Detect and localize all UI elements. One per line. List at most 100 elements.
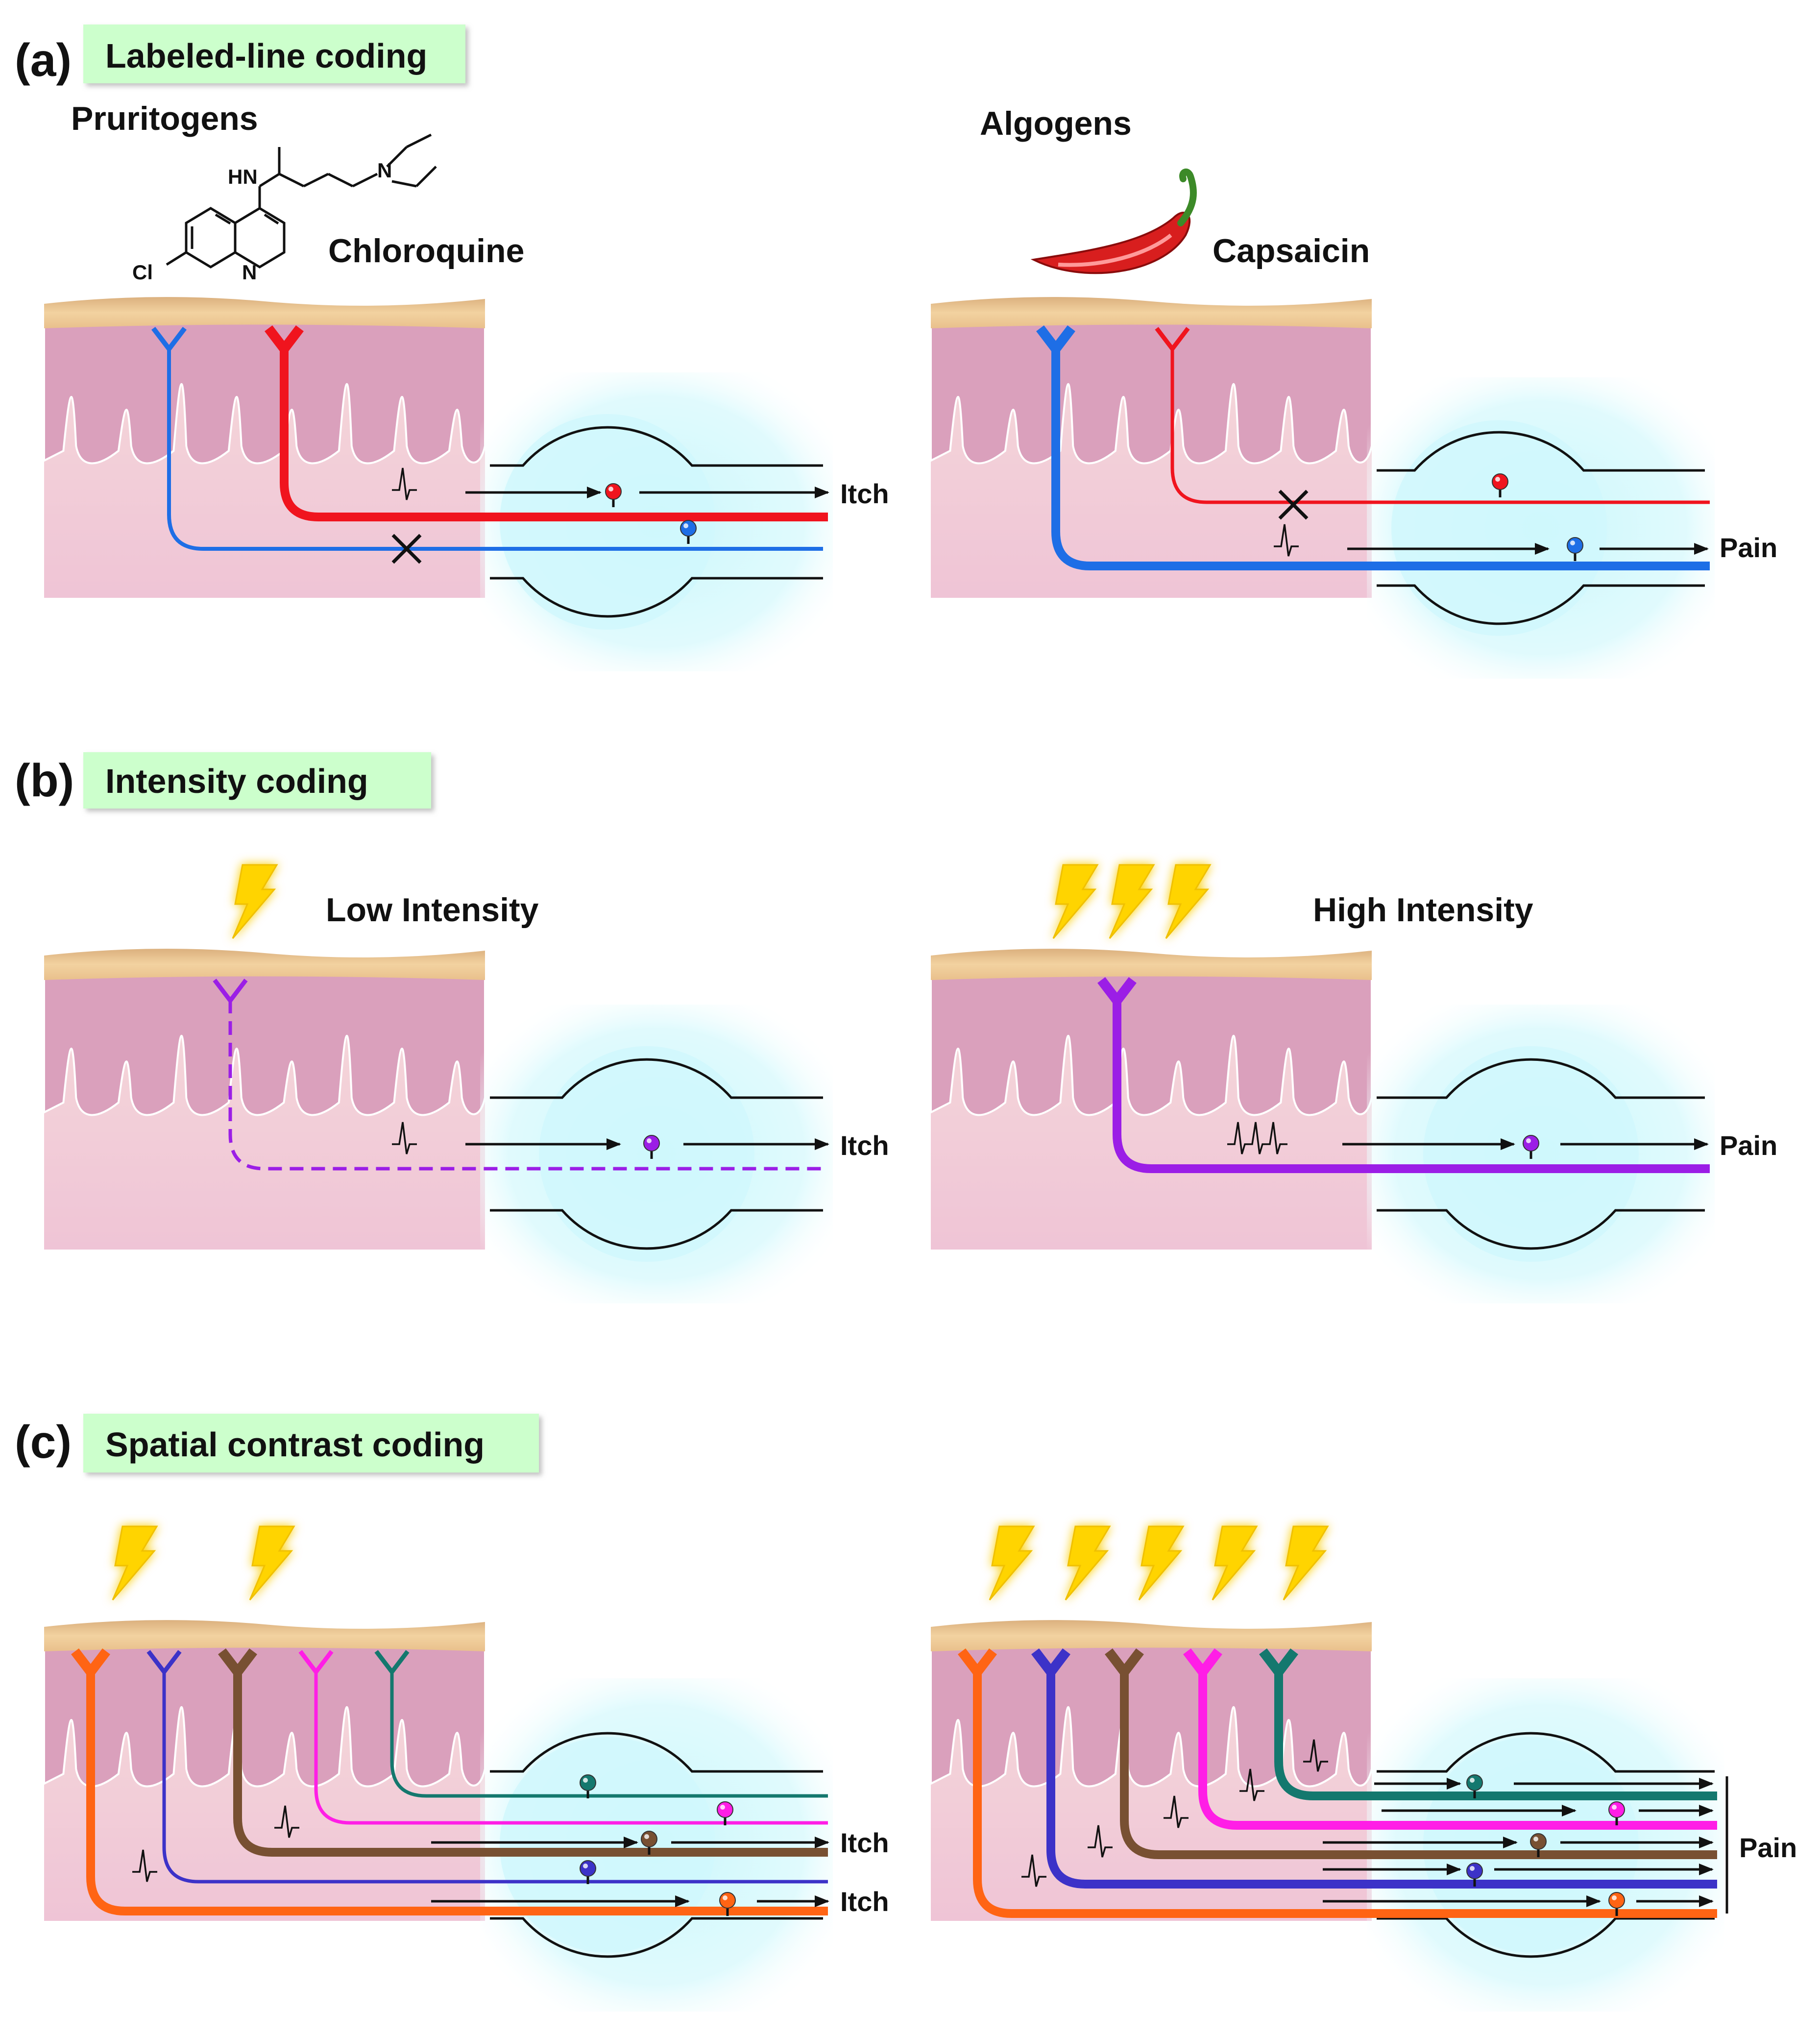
- skin-a-right: [930, 297, 1373, 598]
- fiber-ending-a-left-red: [265, 325, 304, 357]
- neuron-soma-c-right-3: [1608, 1801, 1625, 1825]
- soma-cell-a-right-red: [1492, 473, 1508, 490]
- fiber-path-c-left-3: [314, 1671, 828, 1825]
- soma-highlight-c-left-1: [583, 1864, 588, 1868]
- fiber-ending-c-right-0: [958, 1648, 997, 1680]
- nerve-fiber-a-right-blue: [1036, 325, 1710, 570]
- action-potential-b-left: [392, 1122, 417, 1154]
- soma-highlight-a-right-blue: [1570, 540, 1575, 545]
- panel-a-header: (a) Labeled-line coding: [15, 25, 465, 86]
- lightning-icon-c-r2: [1138, 1525, 1185, 1600]
- c-right-output-label: Pain: [1739, 1832, 1797, 1863]
- lightning-icon-b-4: [1165, 864, 1212, 939]
- action-potential-c-right-1: [1088, 1825, 1113, 1858]
- fiber-ending-c-right-2: [1105, 1648, 1144, 1680]
- neuron-soma-a-left-red: [605, 483, 622, 507]
- action-potential-c-right-2: [1164, 1795, 1189, 1828]
- ganglion-a-left: [480, 372, 833, 671]
- papillae-c-left: [43, 1643, 486, 1788]
- soma-cell-a-left-red: [605, 483, 622, 500]
- epidermis-c-left: [44, 1620, 485, 1651]
- chili-pepper-icon: [1030, 169, 1197, 274]
- fiber-path-c-right-1: [1046, 1671, 1717, 1889]
- soma-cell-c-left-3: [717, 1801, 733, 1818]
- block-x-stroke-b-a-right: [1278, 490, 1309, 520]
- neuron-soma-c-left-4: [580, 1774, 596, 1798]
- soma-cell-c-left-0: [719, 1892, 736, 1909]
- neuron-soma-a-left-blue: [680, 520, 697, 544]
- fiber-ending-c-left-0: [71, 1648, 110, 1680]
- nerve-fiber-c-left-2: [218, 1648, 828, 1857]
- nerve-fiber-b-right: [1097, 977, 1710, 1173]
- lightning-icon-c-r1: [1065, 1525, 1111, 1600]
- fiber-path-c-right-3: [1198, 1671, 1717, 1830]
- fiber-ending-a-left-blue: [151, 326, 187, 353]
- fiber-path-a-left-red: [280, 348, 828, 521]
- lightning-icon-c-1: [112, 1525, 158, 1600]
- panel-c-title: Spatial contrast coding: [105, 1425, 485, 1464]
- soma-cell-c-right-3: [1608, 1801, 1625, 1818]
- a-left-output-label: Itch: [840, 478, 889, 509]
- lightning-icon-b-3: [1109, 864, 1155, 939]
- panel-c-letter: (c): [15, 1416, 72, 1468]
- soma-cell-c-right-4: [1466, 1774, 1483, 1791]
- block-x-a-left: [391, 534, 422, 564]
- chem-atom-n-amine: N: [377, 159, 392, 182]
- panel-b-letter: (b): [15, 755, 74, 807]
- ganglion-body-a-right: [1391, 420, 1607, 636]
- soma-highlight-c-right-1: [1470, 1866, 1475, 1871]
- ganglion-body-a-left: [500, 414, 715, 630]
- ganglion-top-outline-c-left: [490, 1732, 823, 1773]
- nerve-fiber-c-left-4: [374, 1650, 828, 1798]
- ganglion-top-outline-c-right: [1377, 1732, 1715, 1773]
- neuron-soma-c-right-2: [1530, 1833, 1547, 1857]
- capsaicin-label: Capsaicin: [1213, 232, 1370, 270]
- lightning-icon-c-2: [249, 1525, 295, 1600]
- fiber-path-c-right-2: [1120, 1671, 1717, 1859]
- fiber-ending-c-left-2: [218, 1648, 257, 1680]
- fiber-ending-c-left-4: [374, 1650, 410, 1676]
- soma-highlight-c-right-0: [1612, 1895, 1617, 1900]
- ganglion-bottom-outline-c-right: [1377, 1917, 1715, 1958]
- soma-cell-b-left: [643, 1135, 660, 1152]
- ganglion-b-left: [480, 1005, 833, 1303]
- neuron-soma-c-right-0: [1608, 1892, 1625, 1916]
- soma-cell-c-left-4: [580, 1774, 596, 1791]
- b-left-output-label: Itch: [840, 1130, 889, 1161]
- panel-a-title: Labeled-line coding: [105, 37, 427, 75]
- fiber-path-a-left-blue: [167, 348, 823, 551]
- nerve-fiber-c-right-3: [1183, 1648, 1717, 1830]
- nerve-fiber-c-left-3: [298, 1650, 828, 1825]
- ganglion-top-outline-b-left: [490, 1058, 823, 1099]
- neuron-soma-c-left-1: [580, 1860, 596, 1884]
- ganglion-top-outline-a-right: [1377, 431, 1705, 472]
- fiber-ending-c-right-1: [1031, 1648, 1070, 1680]
- lightning-icon-b-2: [1052, 864, 1099, 939]
- chloroquine-structure: [166, 133, 437, 269]
- chloroquine-label: Chloroquine: [328, 232, 524, 270]
- fiber-ending-a-right-red: [1155, 327, 1190, 353]
- action-potential-b-right: [1227, 1122, 1287, 1154]
- skin-c-right: [930, 1620, 1373, 1921]
- lightning-icon-c-r3: [1212, 1525, 1258, 1600]
- epidermis-a-right: [931, 297, 1372, 328]
- fiber-path-c-left-1: [162, 1671, 828, 1884]
- soma-cell-b-right: [1523, 1135, 1539, 1152]
- fiber-path-c-left-2: [233, 1671, 828, 1857]
- papillae-b-left: [43, 972, 486, 1116]
- soma-cell-c-right-1: [1466, 1863, 1483, 1879]
- soma-highlight-a-left-red: [608, 487, 613, 491]
- panel-a-title-box: [83, 25, 465, 83]
- fiber-ending-b-right: [1097, 977, 1137, 1009]
- soma-highlight-b-left: [647, 1138, 652, 1143]
- nerve-fiber-a-right-red: [1155, 327, 1710, 504]
- soma-highlight-b-right: [1526, 1138, 1531, 1143]
- neuron-soma-b-left: [643, 1135, 660, 1159]
- fiber-ending-c-left-1: [146, 1650, 182, 1676]
- nerve-fiber-c-right-2: [1105, 1648, 1717, 1859]
- fiber-path-b-right: [1113, 1000, 1710, 1173]
- soma-cell-c-left-1: [580, 1860, 596, 1877]
- neuron-soma-c-right-4: [1466, 1774, 1483, 1798]
- ganglion-top-outline-b-right: [1377, 1058, 1705, 1099]
